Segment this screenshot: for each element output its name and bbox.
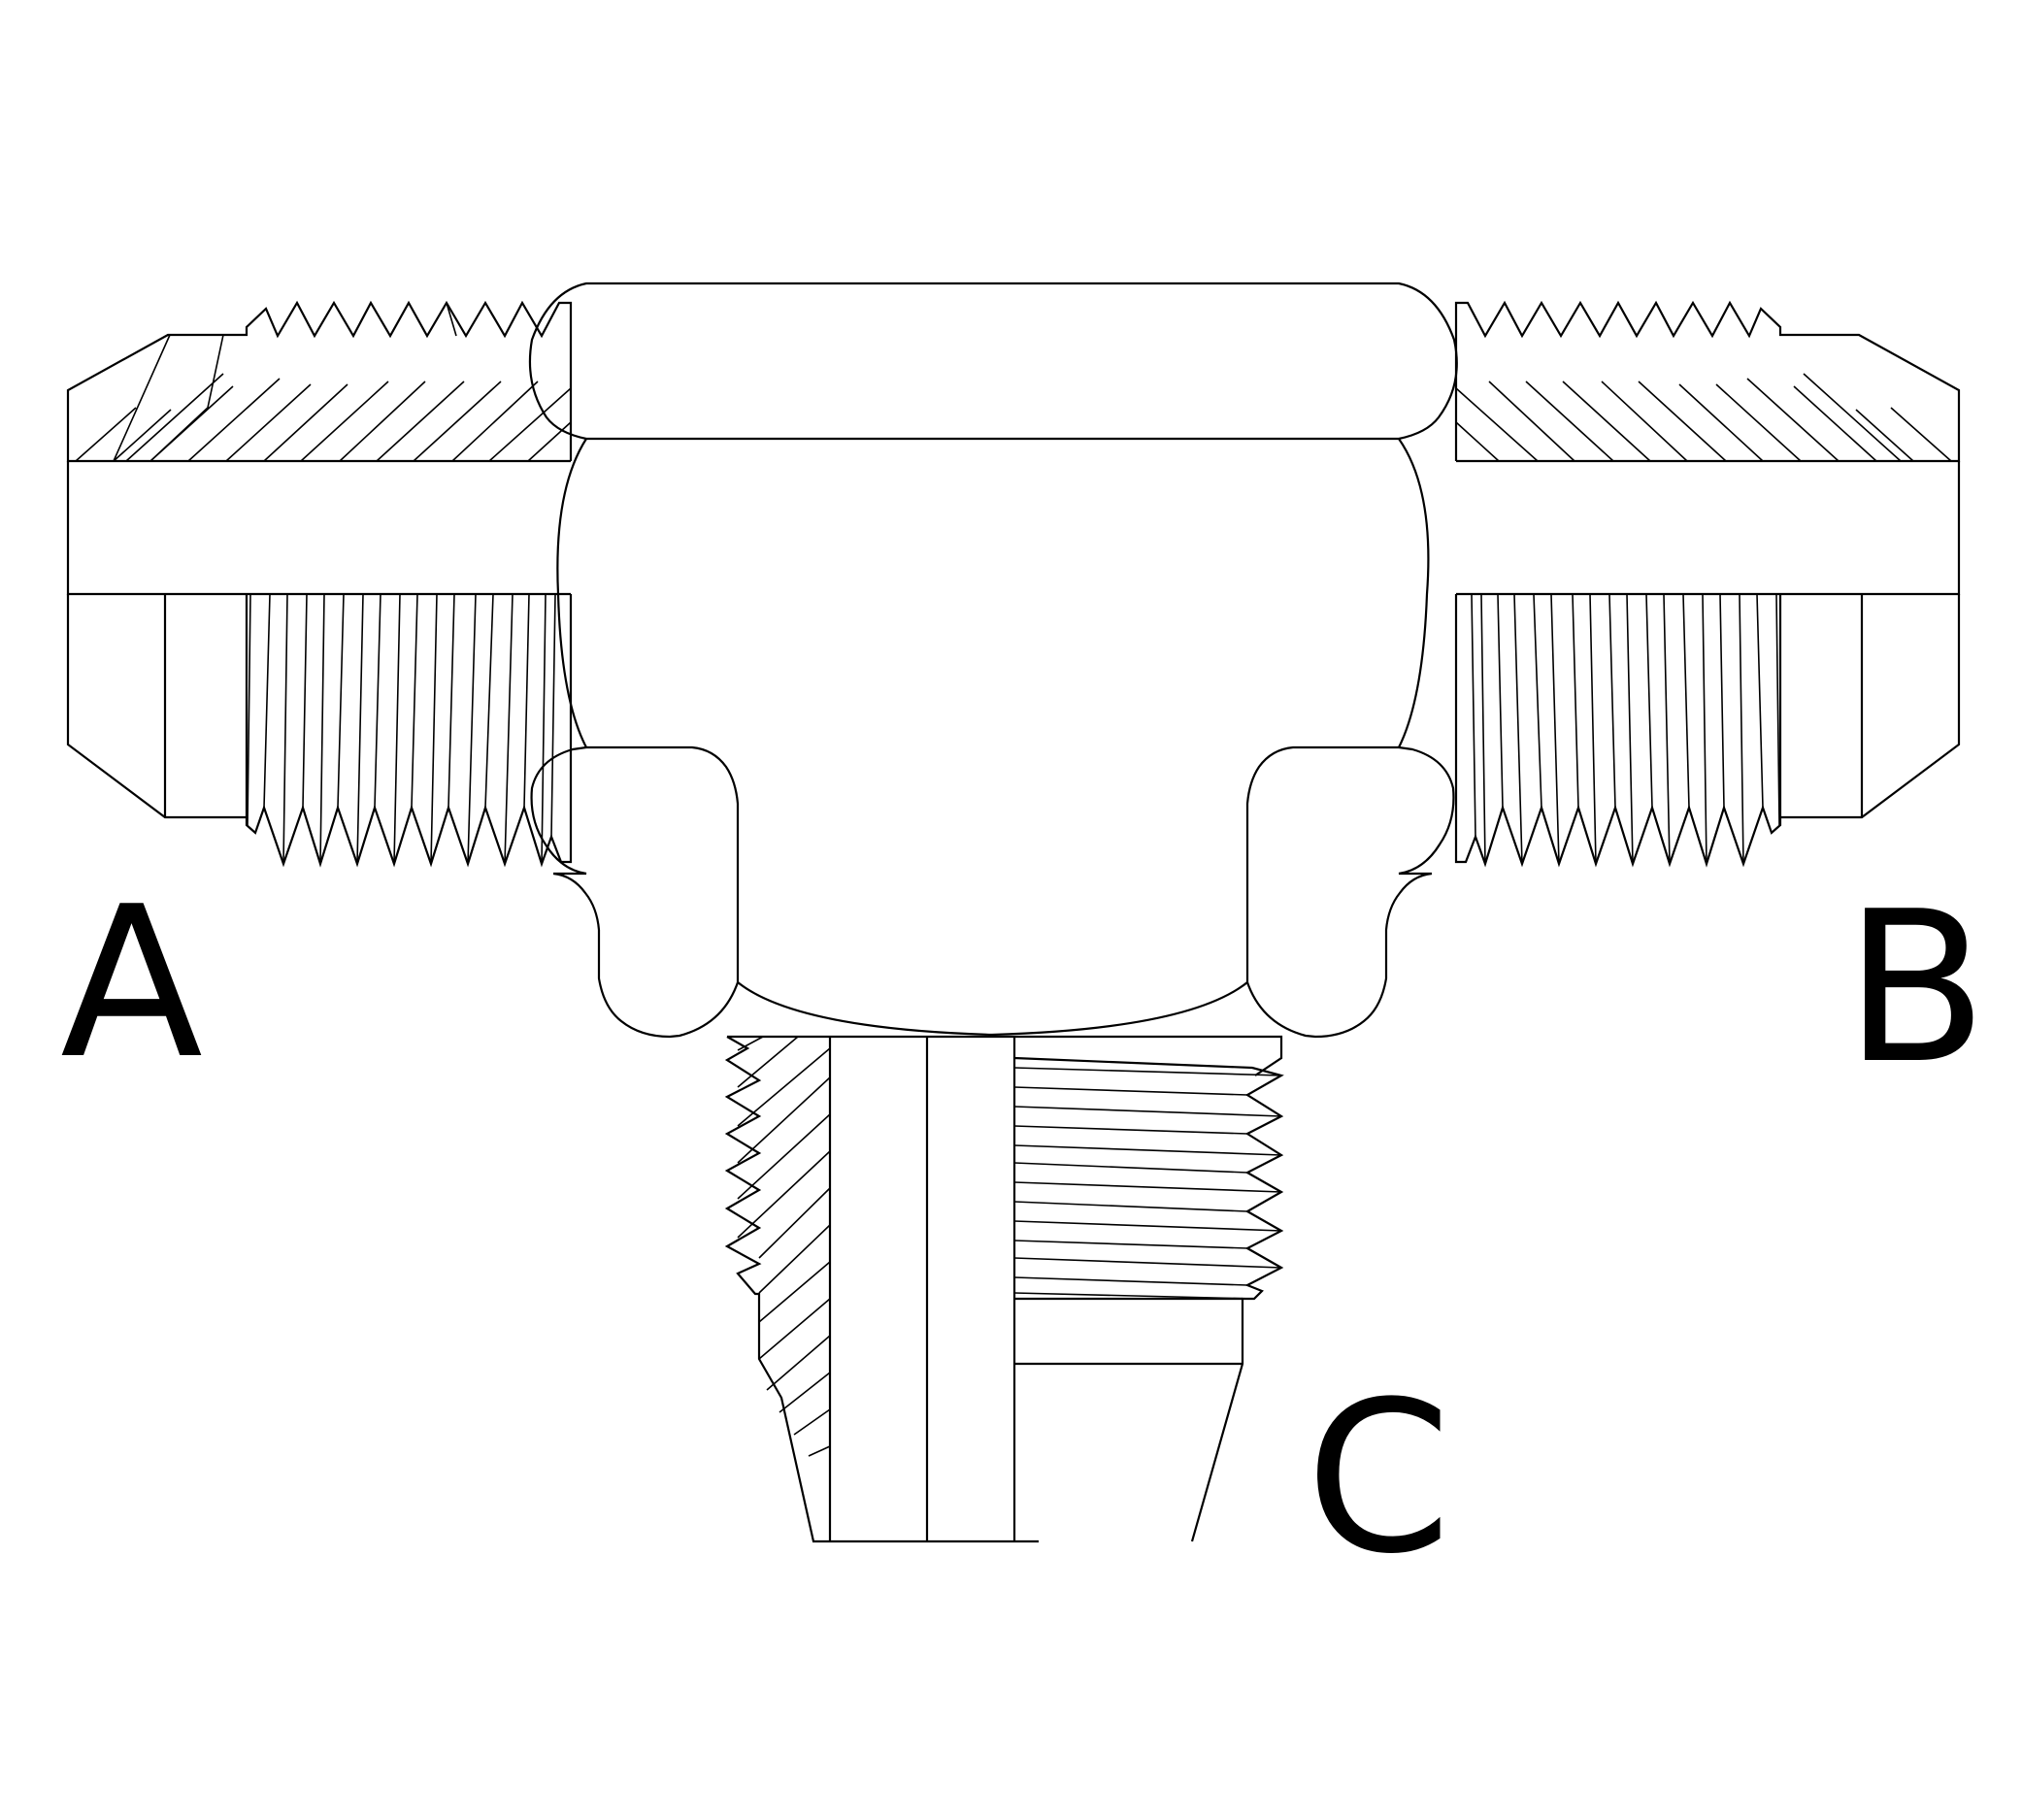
right-lower-lobe [1245,745,1455,1039]
port-label-b: B [1844,866,1988,1109]
port-label-c: C [1306,1356,1452,1600]
port-b-upper-profile [1454,300,1961,463]
port-b-hatch [1455,373,1952,462]
port-a-upper-profile [66,300,573,463]
port-b-fitting [1454,300,1961,868]
port-c-left-threads [724,1036,1039,1543]
port-c-right-thread-flanks [1013,1067,1282,1300]
port-a-fitting [66,300,573,868]
port-c-flare-step [1014,1297,1243,1366]
port-a-bore [66,461,571,596]
port-c-bore [828,1037,1016,1541]
port-a-lower-profile [66,594,573,868]
fitting-body [528,281,1458,1039]
port-c-fitting [724,1035,1284,1543]
port-b-thread-flanks [1471,593,1780,865]
body-bottom-arc [737,981,1248,1037]
port-c-top-edge [727,1035,1283,1076]
port-c-hatch [737,1036,831,1457]
hex-top-band [528,281,1458,441]
left-lower-lobe [530,745,740,1039]
port-b-bore [1456,461,1961,596]
port-a-hatch [75,302,572,462]
port-b-lower-profile [1454,594,1961,868]
body-barrel [556,438,1430,748]
port-a-thread-flanks [247,593,556,865]
port-label-a: A [60,861,204,1105]
